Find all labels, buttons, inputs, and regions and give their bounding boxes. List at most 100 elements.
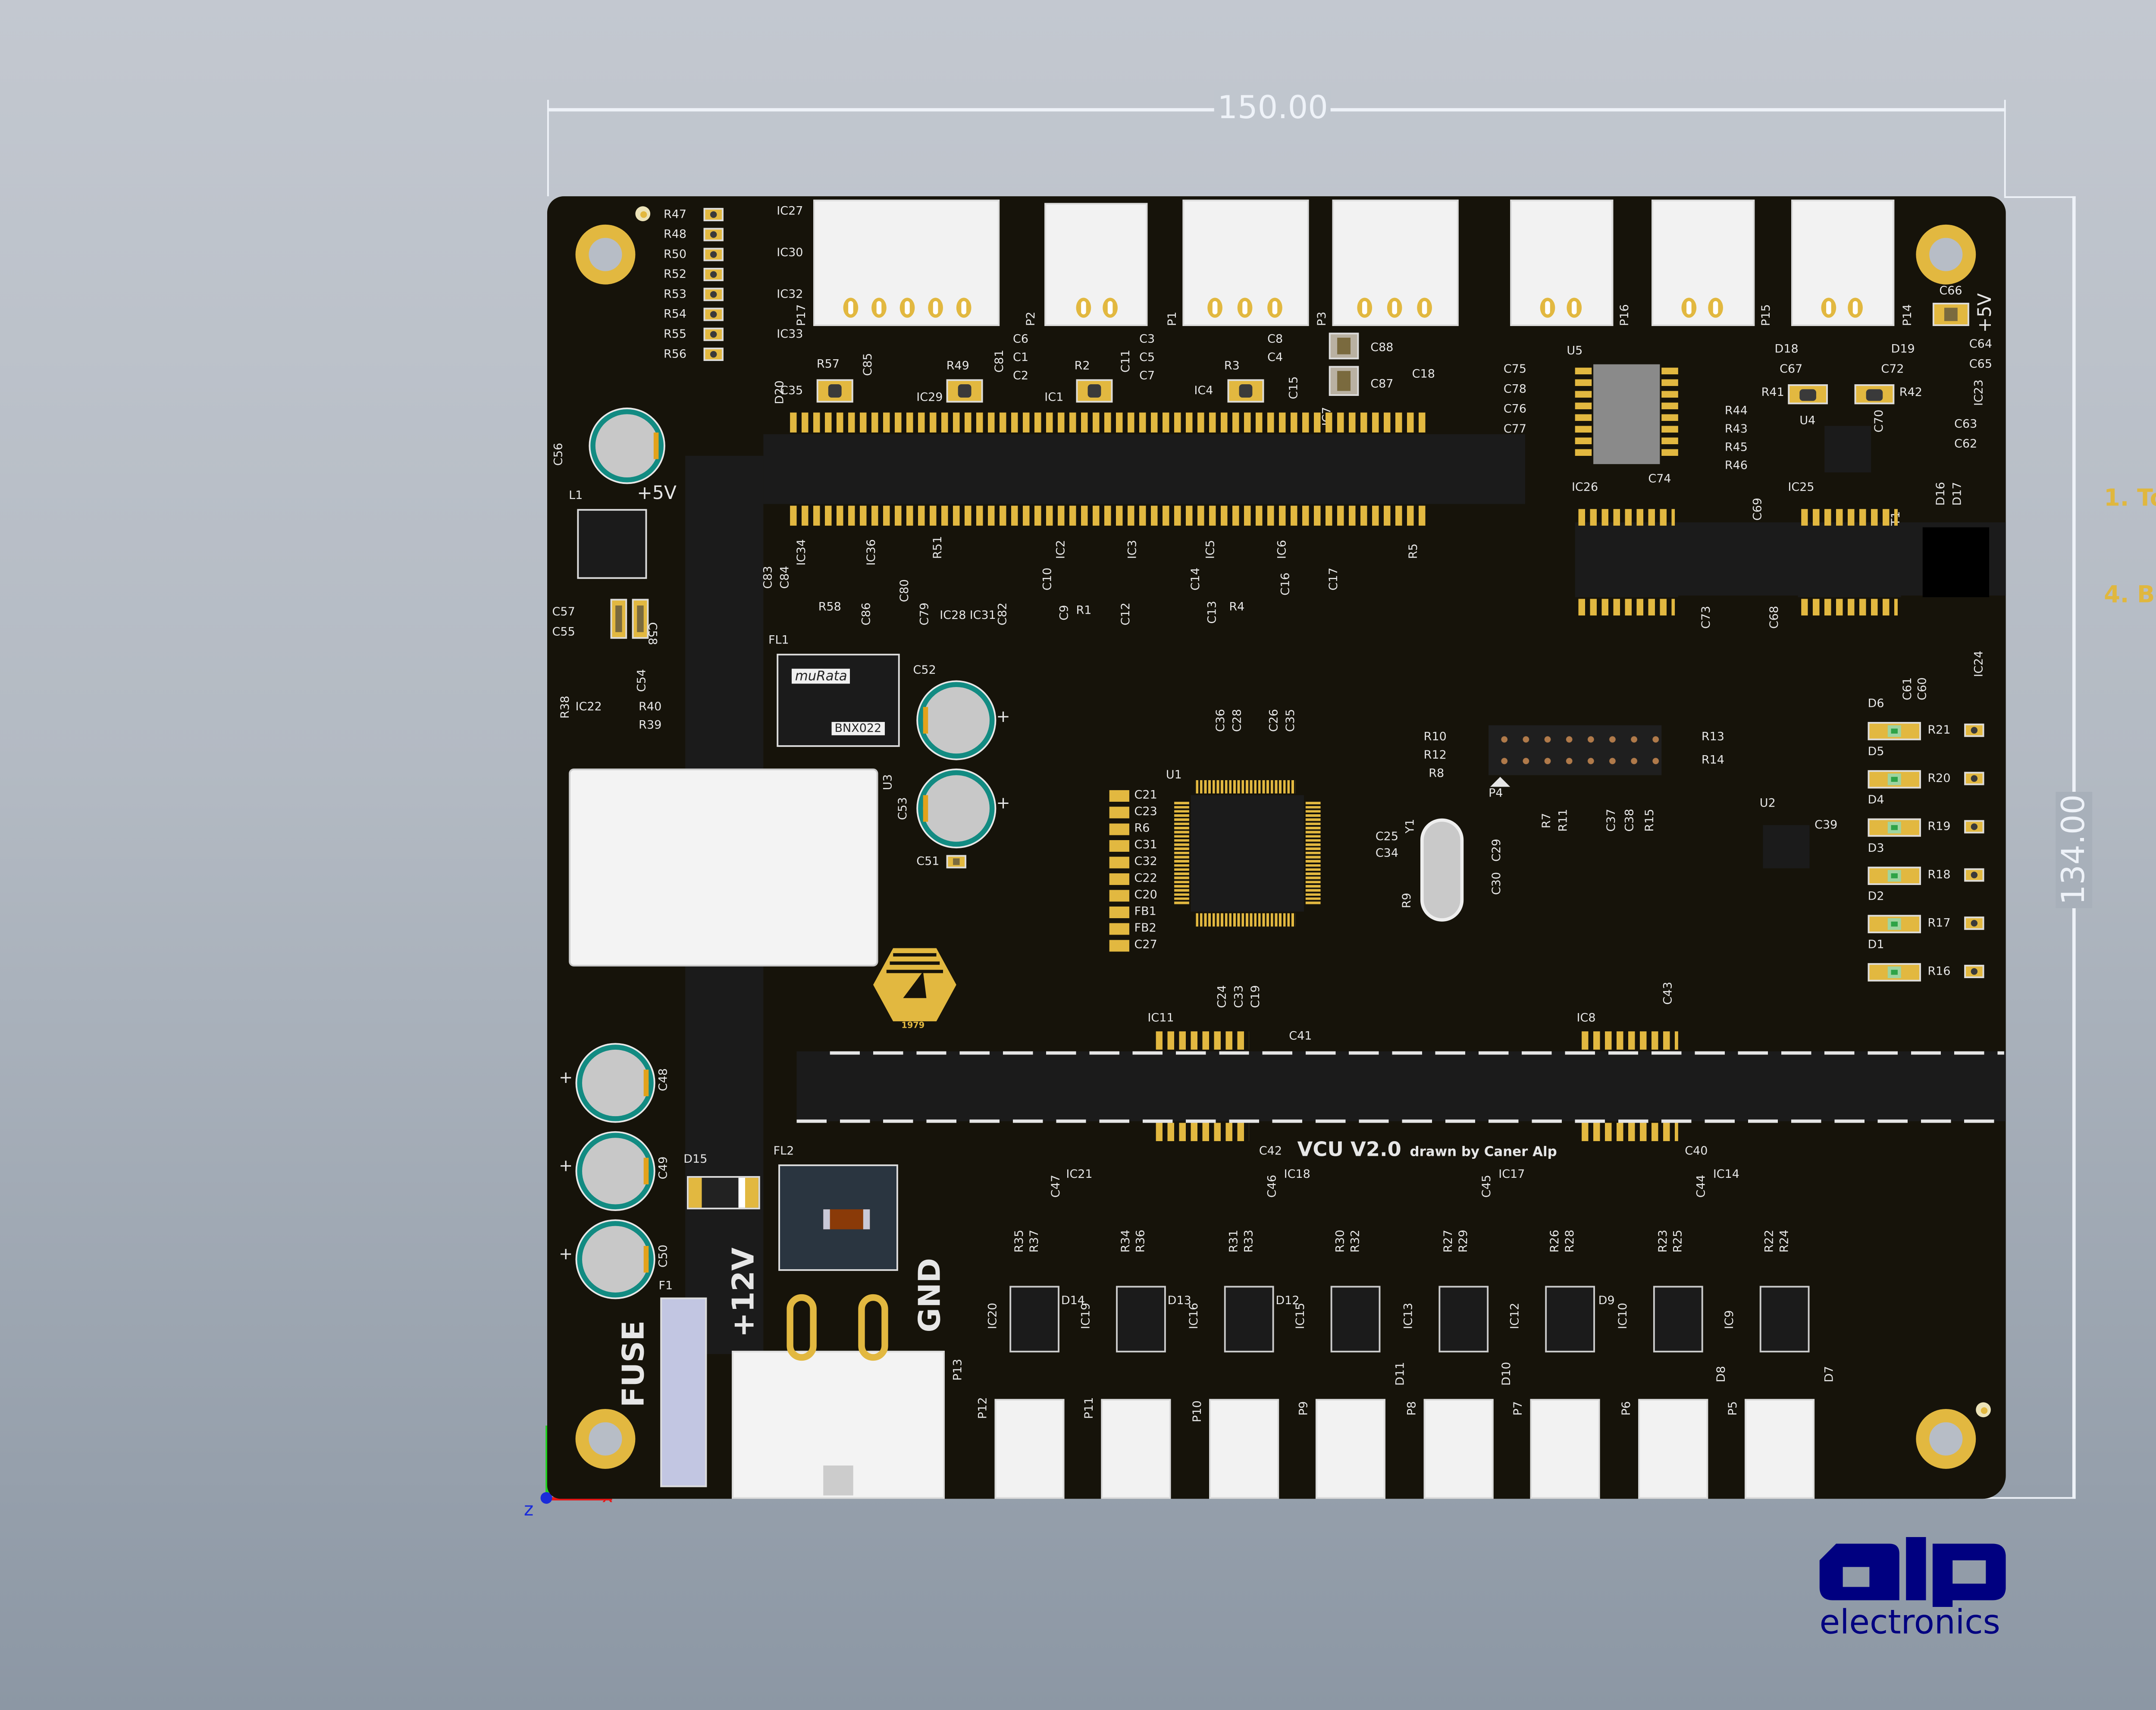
ref-IC20: IC20 — [986, 1302, 1000, 1329]
mcu-U1 — [1191, 795, 1304, 912]
left-resistor-column: R47 R48 R50 R52 R53 R54 R55 R56 IC27 IC3… — [663, 205, 813, 406]
ref-C32: C32 — [1134, 855, 1157, 869]
ref-F1: F1 — [658, 1279, 673, 1293]
pcb-board[interactable]: R47 R48 R50 R52 R53 R54 R55 R56 IC27 IC3… — [547, 196, 2006, 1499]
connector-P1[interactable] — [1182, 199, 1309, 326]
ref-IC24: IC24 — [1972, 650, 1986, 677]
output-ic-IC20 — [1009, 1286, 1059, 1352]
ref-R4: R4 — [1229, 600, 1245, 614]
resistor — [703, 327, 724, 341]
height-dimension-extension-bottom — [1949, 1497, 2076, 1499]
ref-C36: C36 — [1214, 709, 1228, 732]
ref-R36: R36 — [1134, 1230, 1148, 1253]
ref-C82: C82 — [996, 602, 1010, 626]
ref-C8: C8 — [1267, 333, 1283, 346]
output-connector-P9[interactable] — [1315, 1399, 1385, 1499]
output-ic-IC10 — [1653, 1286, 1703, 1352]
ref-C63: C63 — [1954, 417, 1977, 431]
fuse-F1[interactable] — [660, 1297, 707, 1487]
hex-logo: 1979 — [873, 948, 956, 1031]
ic-U4 — [1824, 426, 1871, 473]
ref-C20: C20 — [1134, 888, 1157, 902]
output-connector-P5[interactable] — [1745, 1399, 1815, 1499]
bus-edge-top — [830, 1051, 2004, 1055]
status-led-D5 — [1868, 770, 1921, 789]
ref-D18: D18 — [1774, 342, 1799, 356]
connector-P3[interactable] — [1332, 199, 1459, 326]
connector-P14[interactable] — [1791, 199, 1895, 326]
output-connector-P8[interactable] — [1423, 1399, 1494, 1499]
status-led-D1 — [1868, 963, 1921, 982]
ic-IC26 — [1575, 527, 1678, 597]
capacitor-C51 — [946, 855, 966, 869]
ref-R12: R12 — [1423, 748, 1447, 762]
ref-IC18: IC18 — [1284, 1167, 1310, 1181]
ic26-pins-top — [1578, 509, 1675, 526]
resistor-R3 — [1227, 379, 1264, 403]
u5-pins-left — [1575, 367, 1592, 461]
ref-D1: D1 — [1868, 938, 1884, 952]
ref-R24: R24 — [1778, 1230, 1792, 1253]
capacitor-C59 — [632, 599, 649, 639]
output-connector-P10[interactable] — [1209, 1399, 1279, 1499]
ref-L1: L1 — [569, 489, 583, 502]
ref-C16: C16 — [1279, 572, 1292, 596]
ref-R40: R40 — [639, 700, 662, 714]
ref-C13: C13 — [1206, 601, 1219, 624]
ref-R42: R42 — [1899, 386, 1922, 399]
connector-P15[interactable] — [1651, 199, 1755, 326]
ref-R53: R53 — [663, 288, 687, 301]
ref-C54: C54 — [635, 669, 649, 692]
ic-IC8 — [1578, 1051, 1682, 1121]
filter-part-label: BNX022 — [831, 722, 885, 735]
output-connector-P6[interactable] — [1638, 1399, 1708, 1499]
connector-P17[interactable] — [813, 199, 1000, 326]
ref-IC34: IC34 — [795, 539, 808, 566]
ref-P16: P16 — [1618, 304, 1632, 326]
ref-D15: D15 — [683, 1152, 708, 1166]
power-connector-P13[interactable] — [732, 1350, 945, 1499]
ref-C40: C40 — [1685, 1144, 1708, 1158]
ref-FL2: FL2 — [773, 1144, 794, 1158]
height-dimension-extension-top — [2004, 196, 2076, 198]
ref-C17: C17 — [1327, 568, 1341, 591]
ref-IC17: IC17 — [1498, 1167, 1525, 1181]
resistor — [703, 228, 724, 242]
ref-C67: C67 — [1780, 362, 1803, 376]
ref-C49: C49 — [657, 1156, 671, 1180]
status-led-D3 — [1868, 866, 1921, 885]
ref-C50: C50 — [657, 1244, 671, 1268]
ref-R15: R15 — [1643, 809, 1657, 832]
debug-header-P4[interactable] — [1489, 725, 1662, 775]
alp-logo — [1819, 1537, 2006, 1614]
ref-C14: C14 — [1189, 568, 1203, 591]
ic25-pins-top — [1801, 509, 1898, 526]
ref-C15: C15 — [1287, 376, 1301, 399]
output-connector-P11[interactable] — [1101, 1399, 1171, 1499]
ref-D4: D4 — [1868, 793, 1884, 807]
resistor-R42 — [1854, 384, 1895, 405]
module-U3 — [569, 768, 878, 966]
inductor-L1 — [577, 509, 647, 579]
output-connector-P7[interactable] — [1530, 1399, 1600, 1499]
alp-logo-mark-icon — [1819, 1537, 2006, 1614]
ref-R46: R46 — [1724, 459, 1748, 473]
ref-P4: P4 — [1489, 787, 1503, 800]
connector-P16[interactable] — [1510, 199, 1614, 326]
ic8-pins-bottom — [1582, 1123, 1678, 1141]
ref-R17: R17 — [1927, 916, 1951, 930]
ref-C44: C44 — [1695, 1174, 1708, 1198]
resistor-R17 — [1964, 916, 1984, 930]
connector-P2[interactable] — [1044, 203, 1148, 326]
ref-R21: R21 — [1927, 723, 1951, 737]
layer-bottom-label[interactable]: 4. Bottom Layer — [2104, 582, 2156, 609]
resistor — [703, 267, 724, 281]
ref-D16: D16 — [1934, 482, 1948, 506]
ref-R52: R52 — [663, 267, 687, 281]
bus-edge-bottom — [796, 1119, 2004, 1123]
layer-top-label[interactable]: 1. Top Layer — [2104, 486, 2156, 512]
ref-R57: R57 — [816, 358, 840, 371]
output-connector-P12[interactable] — [994, 1399, 1065, 1499]
ref-C2: C2 — [1012, 369, 1029, 383]
ref-IC14: IC14 — [1713, 1167, 1739, 1181]
